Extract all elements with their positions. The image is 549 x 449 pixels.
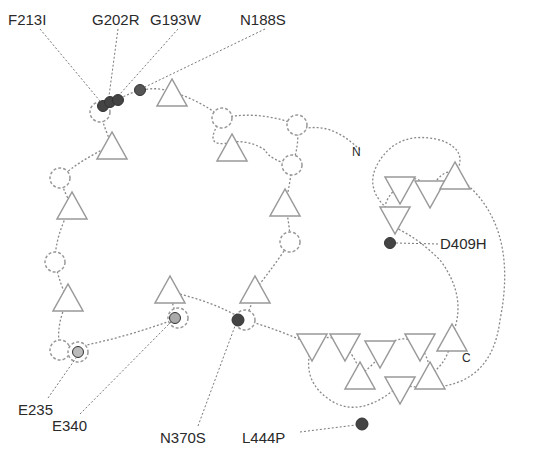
mutation-label: N188S xyxy=(240,12,286,27)
mutation-label: F213I xyxy=(8,12,46,27)
mutation-label: G193W xyxy=(150,12,201,27)
mutation-label: G202R xyxy=(92,12,140,27)
mutation-label: D409H xyxy=(440,236,487,251)
mutation-label: E340 xyxy=(52,418,87,433)
mutation-label: E235 xyxy=(18,402,53,417)
terminus-label: C xyxy=(462,352,471,364)
mutation-label: L444P xyxy=(242,430,285,445)
terminus-label: N xyxy=(352,146,361,158)
mutation-label: N370S xyxy=(160,430,206,445)
